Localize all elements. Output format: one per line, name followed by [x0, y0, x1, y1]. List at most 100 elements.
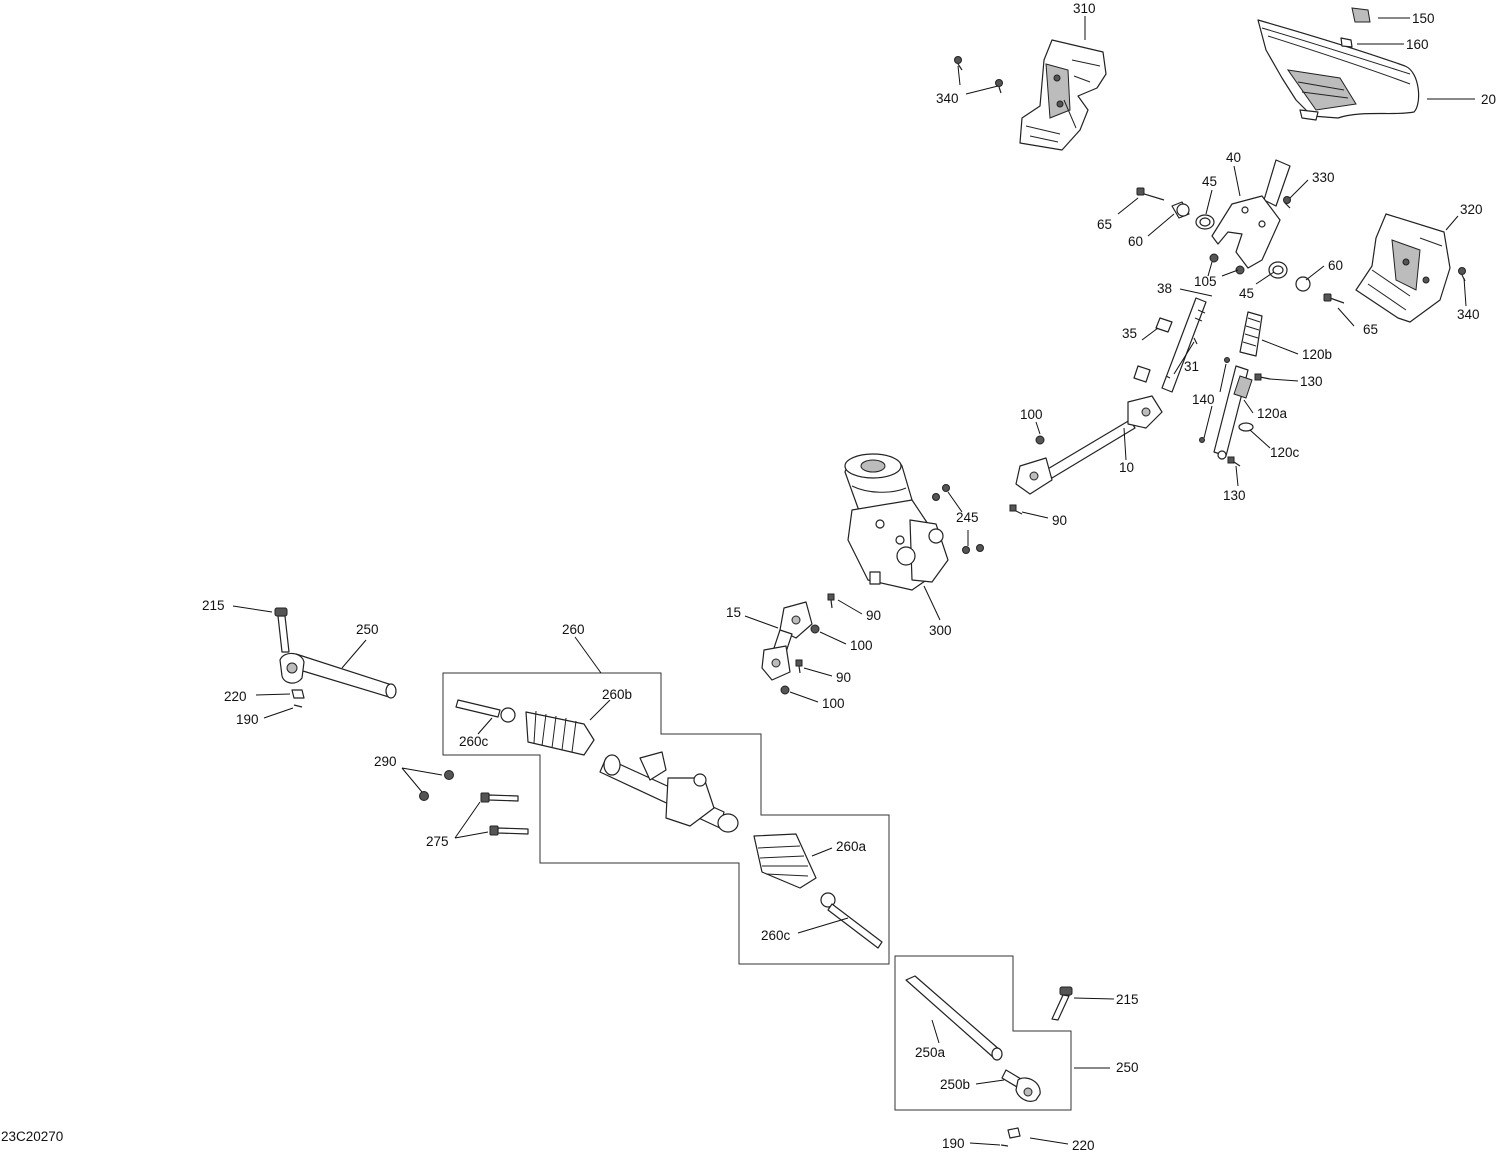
- part-245-bolts: [932, 484, 984, 554]
- callout-215-left: 215: [202, 598, 225, 613]
- part-250b-tie-rod-end: [1001, 1069, 1041, 1102]
- callout-90-upper: 90: [1052, 513, 1067, 528]
- part-35-bushings: [1133, 317, 1173, 383]
- callout-90-lower: 90: [836, 670, 851, 685]
- callout-340-right: 340: [1457, 307, 1480, 322]
- callout-120b: 120b: [1302, 347, 1332, 362]
- rack-group-outline: [442, 672, 890, 965]
- callout-275: 275: [426, 834, 449, 849]
- part-220-nut-right: [1007, 1127, 1021, 1139]
- callout-60-right: 60: [1328, 258, 1343, 273]
- callout-160: 160: [1406, 37, 1429, 52]
- callout-300: 300: [929, 623, 952, 638]
- part-275-bolts: [480, 792, 529, 836]
- part-120a-damper: [1213, 365, 1253, 460]
- callout-65-right: 65: [1363, 322, 1378, 337]
- part-320-column-bracket: [1355, 213, 1451, 323]
- part-260a-boot-lower: [753, 833, 817, 889]
- part-120b-boot: [1239, 311, 1263, 357]
- part-190-pin-right: [1000, 1144, 1009, 1147]
- part-130-bolts: [1227, 373, 1271, 467]
- callout-260a: 260a: [836, 839, 867, 854]
- part-38-upper-shaft: [1161, 297, 1207, 393]
- leader-lines: [232, 16, 1475, 1146]
- drawing-code: 23C20270: [1, 1129, 63, 1144]
- part-65-bolt-left: [1136, 187, 1165, 201]
- part-20-steering-wheel: [1257, 19, 1420, 121]
- part-260-steering-rack: [599, 751, 739, 833]
- part-290-nuts: [419, 770, 454, 801]
- part-100-nuts-lower: [780, 624, 820, 695]
- callout-250-right: 250: [1116, 1060, 1139, 1075]
- part-250-tie-rod-left: [279, 652, 397, 699]
- part-120c-washer: [1238, 422, 1254, 432]
- part-65-bolt-right: [1323, 293, 1345, 304]
- part-220-nut-left: [291, 689, 305, 699]
- callout-90-mid: 90: [866, 608, 881, 623]
- part-190-pin-left: [293, 704, 303, 708]
- callout-31: 31: [1184, 359, 1199, 374]
- callout-10: 10: [1119, 460, 1134, 475]
- callout-100-lower: 100: [822, 696, 845, 711]
- callout-45-right: 45: [1239, 286, 1254, 301]
- part-340-screw-right: [1458, 267, 1466, 282]
- part-31-clip: [1165, 337, 1198, 379]
- part-215-bolt-left: [274, 607, 290, 653]
- part-150-emblem: [1351, 7, 1371, 23]
- part-45-bushing-left: [1195, 214, 1215, 230]
- callout-220-left: 220: [224, 689, 247, 704]
- part-300-power-steering-unit: [844, 453, 949, 591]
- callout-190-left: 190: [236, 712, 259, 727]
- part-330-screw: [1283, 196, 1291, 209]
- callout-38: 38: [1157, 281, 1172, 296]
- callout-120c: 120c: [1270, 445, 1300, 460]
- part-60-spacer-left: [1171, 201, 1190, 219]
- callout-130-lower: 130: [1223, 488, 1246, 503]
- callout-20: 20: [1481, 92, 1496, 107]
- part-340-screws-left: [954, 56, 1003, 94]
- callout-250a: 250a: [915, 1045, 946, 1060]
- callout-120a: 120a: [1257, 406, 1288, 421]
- callout-245: 245: [956, 510, 979, 525]
- callout-260: 260: [562, 622, 585, 637]
- callout-40: 40: [1226, 150, 1241, 165]
- callout-310: 310: [1073, 1, 1096, 16]
- part-90-bolts-lower: [795, 593, 835, 674]
- callout-290: 290: [374, 754, 397, 769]
- callout-15: 15: [726, 605, 741, 620]
- part-40-support-bracket: [1211, 159, 1291, 269]
- part-60-spacer-right: [1295, 276, 1311, 292]
- callout-140: 140: [1192, 392, 1215, 407]
- callout-260c-lower: 260c: [761, 928, 791, 943]
- callout-260c-upper: 260c: [459, 734, 489, 749]
- part-15-lower-shaft: [761, 601, 813, 681]
- part-140-pins: [1199, 357, 1230, 443]
- callout-330: 330: [1312, 170, 1335, 185]
- callout-190-right: 190: [942, 1136, 965, 1151]
- part-90-bolt-upper: [1009, 504, 1023, 515]
- part-10-intermediate-shaft: [1015, 395, 1163, 495]
- part-100-nut-upper: [1035, 435, 1045, 445]
- callout-100-mid: 100: [850, 638, 873, 653]
- tie-rod-group-outline: [894, 955, 1072, 1111]
- callout-60-left: 60: [1128, 234, 1143, 249]
- callout-340-left: 340: [936, 91, 959, 106]
- callout-130-upper: 130: [1300, 374, 1323, 389]
- callout-250-left: 250: [356, 622, 379, 637]
- callout-105: 105: [1194, 274, 1217, 289]
- part-160-cap: [1340, 37, 1353, 48]
- part-45-bushing-right: [1268, 261, 1288, 279]
- callout-45-left: 45: [1202, 174, 1217, 189]
- callout-35: 35: [1122, 326, 1137, 341]
- part-250a-tube: [905, 975, 1003, 1061]
- callout-220-right: 220: [1072, 1138, 1095, 1153]
- part-105-nuts: [1209, 253, 1245, 275]
- callout-250b: 250b: [940, 1077, 970, 1092]
- callout-320: 320: [1460, 202, 1483, 217]
- part-260c-inner-rod-lower: [820, 892, 883, 949]
- callout-150: 150: [1412, 11, 1435, 26]
- part-215-bolt-right: [1051, 986, 1073, 1021]
- callout-65-left: 65: [1097, 217, 1112, 232]
